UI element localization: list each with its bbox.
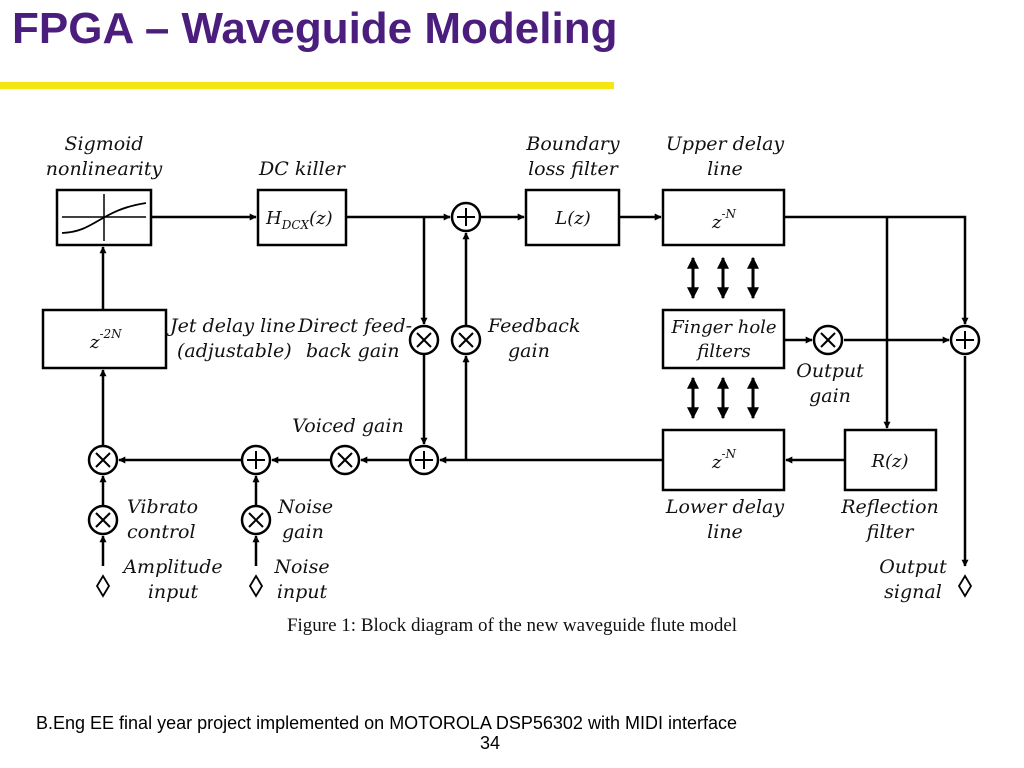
- slide-title: FPGA – Waveguide Modeling: [12, 4, 618, 53]
- noise-gain-label-2: gain: [282, 521, 324, 543]
- amplitude-input-label: Amplitude: [121, 556, 222, 578]
- noise-gain-label: Noise: [277, 496, 333, 518]
- slide-footer: B.Eng EE final year project implemented …: [36, 713, 737, 733]
- reflection-label-2: filter: [865, 521, 916, 543]
- vibrato-label-2: control: [127, 521, 196, 543]
- feedback-gain-label-2: gain: [508, 340, 550, 362]
- finger-hole-text-2: filters: [695, 341, 751, 362]
- output-signal-label: Output: [879, 556, 947, 578]
- dc-killer-label: DC killer: [258, 158, 347, 180]
- output-signal-port: [957, 574, 973, 598]
- boundary-transfer: L(z): [554, 208, 590, 229]
- output-gain-label-2: gain: [809, 385, 851, 407]
- lower-delay-transfer: z-N: [711, 447, 737, 473]
- output-signal-label-2: signal: [884, 581, 942, 603]
- noise-input-label: Noise: [273, 556, 329, 578]
- amplitude-input-label-2: input: [148, 581, 199, 603]
- direct-feedback-label-2: back gain: [306, 340, 400, 362]
- sigmoid-label-2: nonlinearity: [46, 158, 163, 180]
- output-gain-label: Output: [796, 360, 864, 382]
- lower-delay-label-2: line: [707, 521, 743, 543]
- noise-input-port: [248, 574, 264, 598]
- jet-delay-label: Jet delay line: [166, 315, 296, 337]
- finger-hole-text: Finger hole: [670, 317, 776, 338]
- jet-delay-label-2: (adjustable): [177, 340, 292, 362]
- lower-delay-label: Lower delay: [665, 496, 784, 518]
- noise-input-label-2: input: [277, 581, 328, 603]
- upper-delay-transfer: z-N: [711, 207, 737, 233]
- feedback-gain-label: Feedback: [487, 315, 580, 337]
- boundary-label-2: loss filter: [528, 158, 620, 180]
- figure-caption: Figure 1: Block diagram of the new waveg…: [287, 615, 737, 636]
- reflection-label: Reflection: [840, 496, 939, 518]
- voiced-gain-label: Voiced gain: [292, 415, 403, 437]
- page-number: 34: [480, 733, 501, 753]
- jet-delay-transfer: z-2N: [89, 327, 122, 353]
- upper-delay-label-2: line: [707, 158, 743, 180]
- upper-delay-label: Upper delay: [666, 133, 785, 155]
- adder-node-output: [949, 324, 981, 356]
- title-underline: [0, 82, 614, 89]
- output-gain-multiplier: [812, 324, 844, 356]
- amplitude-input-port: [95, 574, 111, 598]
- vibrato-label: Vibrato: [127, 496, 198, 518]
- sigmoid-label: Sigmoid: [65, 133, 144, 155]
- dc-killer-transfer: HDCX(z): [265, 208, 333, 232]
- jet-delay-block: [41, 308, 168, 370]
- sigmoid-curve: [61, 202, 147, 234]
- reflection-transfer: R(z): [870, 451, 908, 472]
- direct-feedback-label: Direct feed-: [297, 315, 412, 337]
- boundary-label: Boundary: [525, 133, 619, 155]
